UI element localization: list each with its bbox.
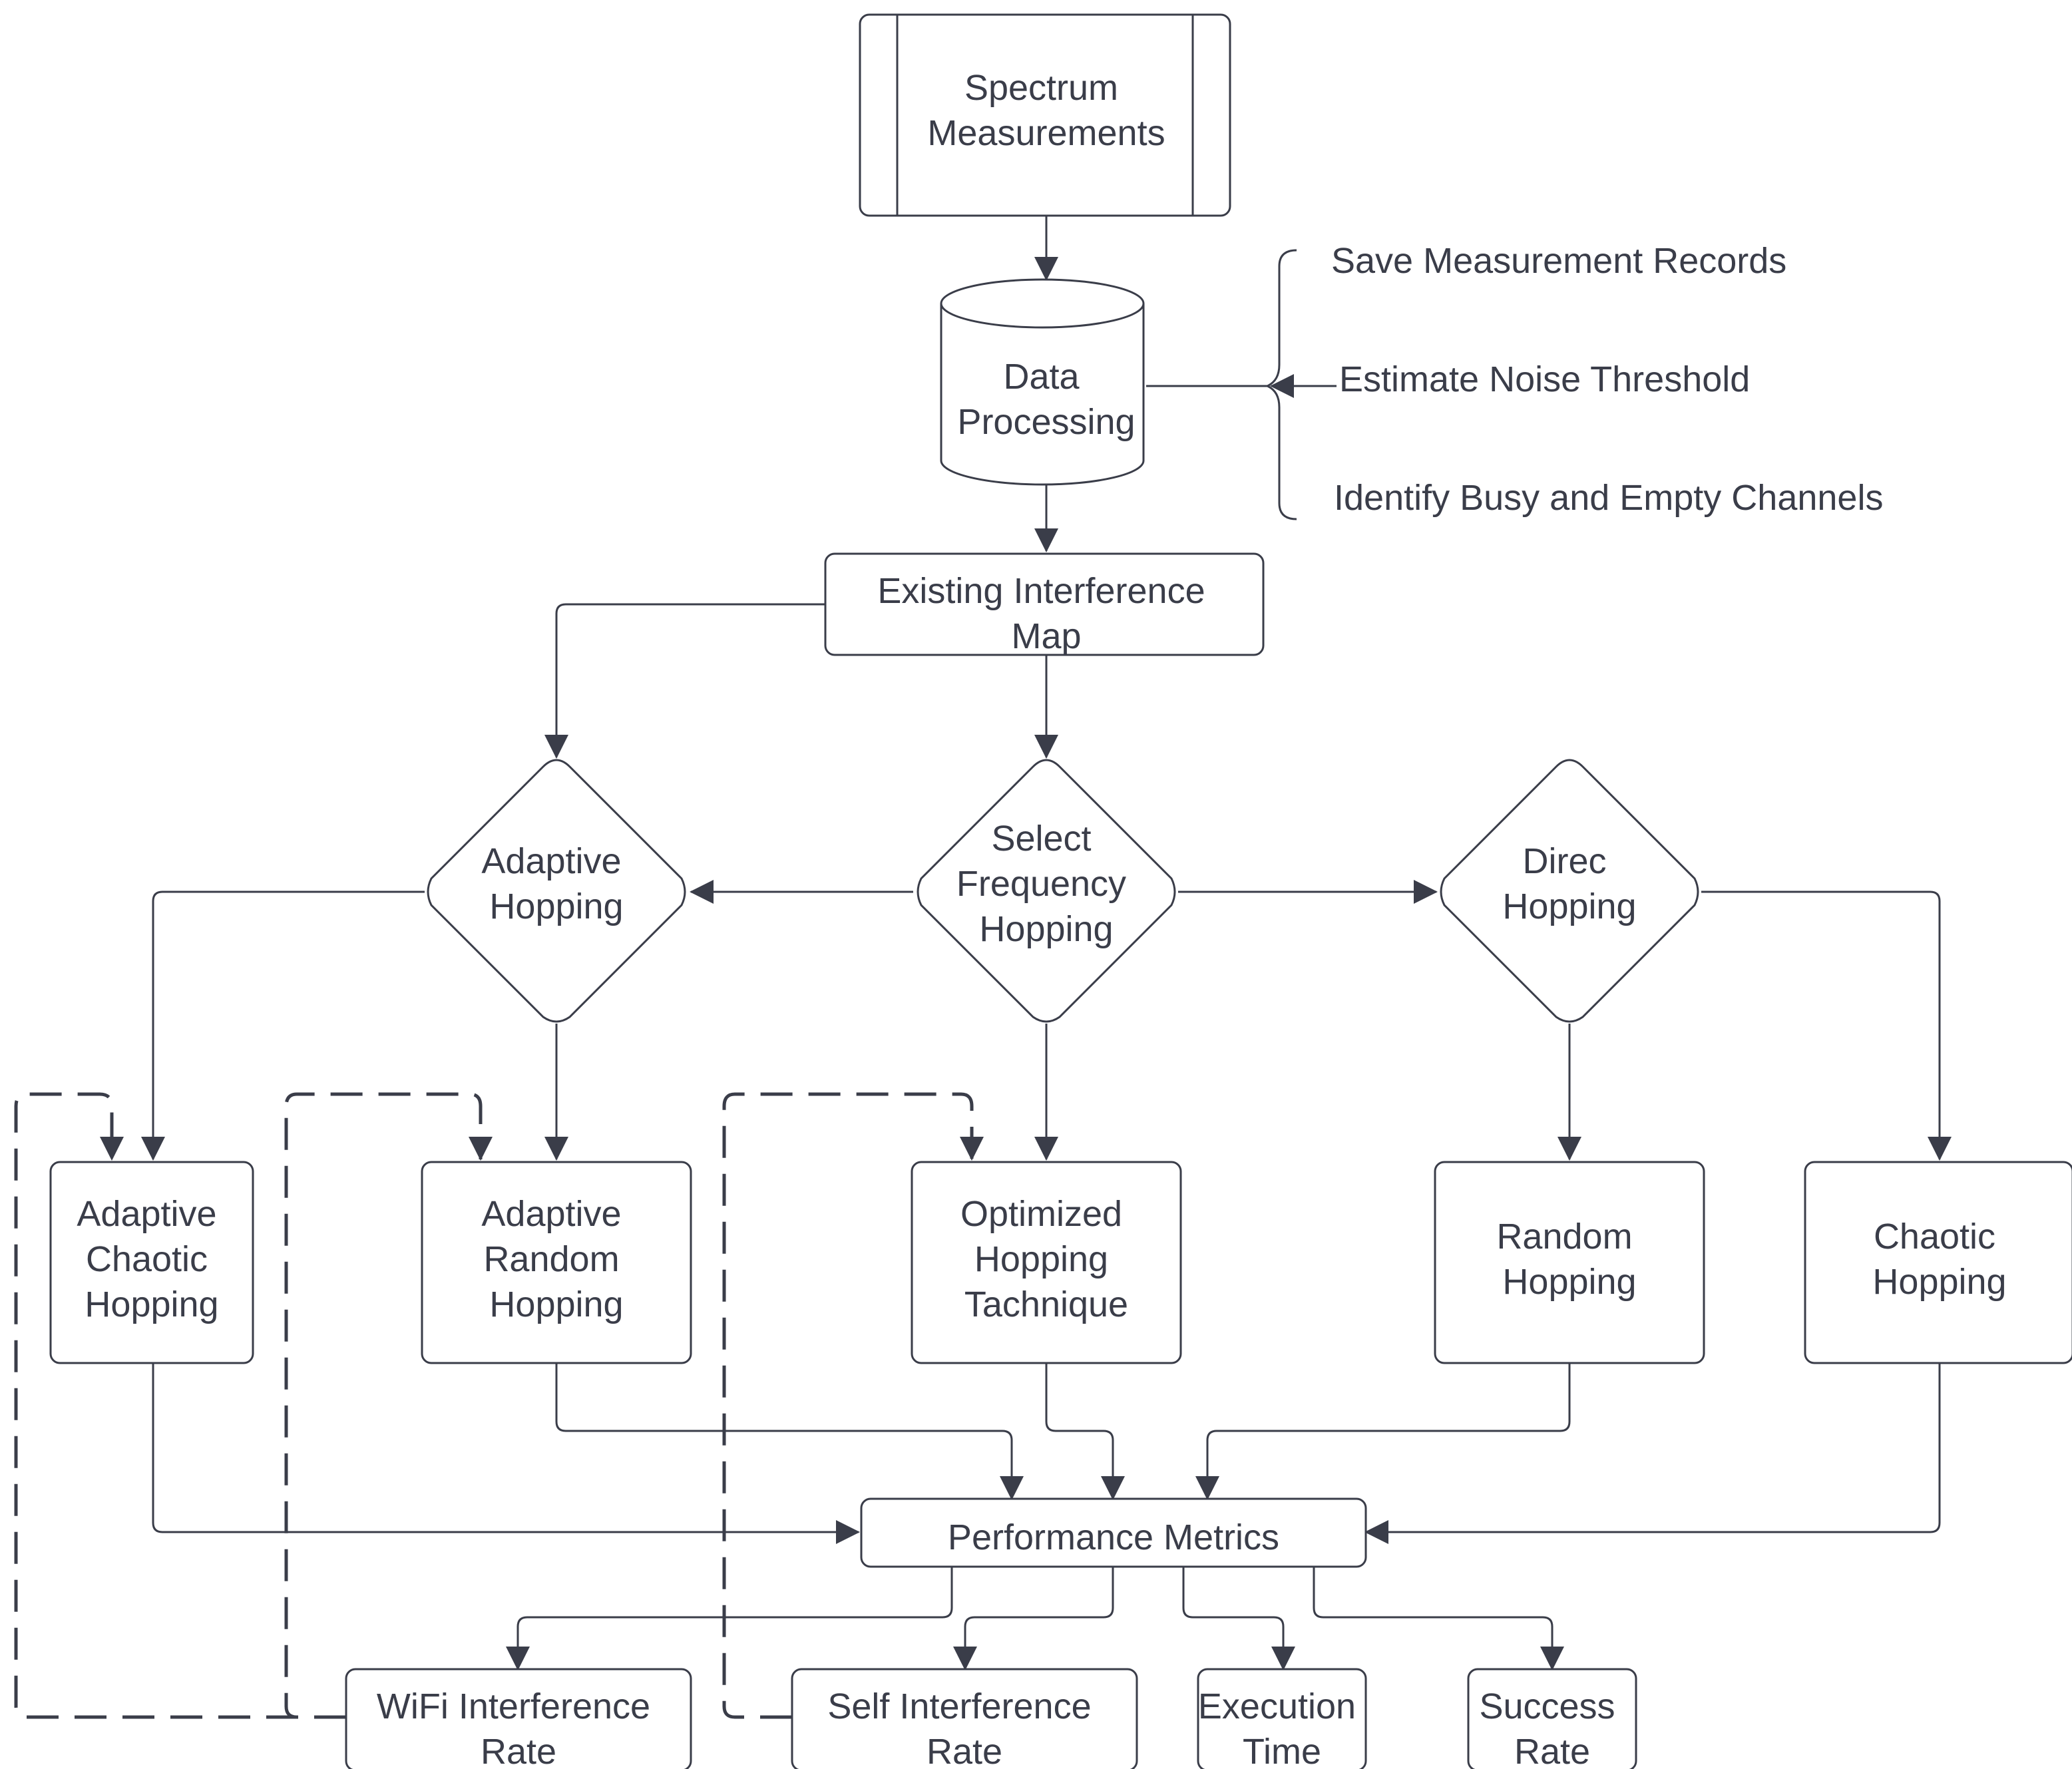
optimized-line-1: Optimized	[960, 1194, 1122, 1234]
random-hopping-node: Random Hopping	[1434, 1161, 1705, 1364]
success-rate-node: Success Rate	[1467, 1668, 1637, 1769]
wifi-rate-line-2: Rate	[481, 1732, 556, 1769]
note-save-records: Save Measurement Records	[1331, 241, 1786, 281]
self-rate-label: Self Interference Rate	[827, 1686, 1101, 1769]
data-processing-line-2: Processing	[957, 402, 1135, 442]
wifi-rate-node: WiFi Interference Rate	[345, 1668, 692, 1769]
self-rate-line-1: Self Interference	[827, 1686, 1091, 1726]
adaptive-random-line-3: Hopping	[489, 1284, 623, 1324]
wifi-rate-label: WiFi Interference Rate	[377, 1686, 660, 1769]
interference-map-node: Existing Interference Map	[824, 552, 1265, 656]
select-hopping-label: Select Frequency Hopping	[956, 819, 1136, 949]
execution-time-line-2: Time	[1243, 1732, 1321, 1769]
success-rate-line-1: Success	[1479, 1686, 1615, 1726]
optimized-line-2: Hopping	[974, 1239, 1108, 1279]
note-noise-threshold: Estimate Noise Threshold	[1339, 359, 1750, 399]
random-hopping-line-1: Random	[1496, 1217, 1632, 1257]
self-rate-line-2: Rate	[927, 1732, 1002, 1769]
adaptive-chaotic-line-1: Adaptive	[77, 1194, 216, 1234]
edge-adaptive-to-chaotic	[141, 890, 425, 1161]
direc-hopping-line-2: Hopping	[1502, 886, 1636, 926]
select-hopping-decision: Select Frequency Hopping	[917, 759, 1176, 1023]
note-busy-empty: Identify Busy and Empty Channels	[1334, 478, 1883, 518]
select-hopping-line-3: Hopping	[979, 909, 1113, 949]
adaptive-chaotic-node: Adaptive Chaotic Hopping	[49, 1161, 254, 1364]
adaptive-chaotic-label: Adaptive Chaotic Hopping	[77, 1194, 226, 1324]
edge-metrics-to-execution	[1182, 1567, 1295, 1671]
wifi-rate-line-1: WiFi Interference	[377, 1686, 650, 1726]
optimized-node: Optimized Hopping Tachnique	[911, 1161, 1182, 1364]
edge-direc-to-chaotic	[1701, 890, 1952, 1161]
edge-map-to-adaptive	[544, 603, 825, 759]
select-hopping-line-1: Select	[991, 819, 1091, 859]
spectrum-line-1: Spectrum	[964, 68, 1118, 108]
execution-time-node: Execution Time	[1197, 1668, 1367, 1769]
select-hopping-line-2: Frequency	[956, 864, 1126, 904]
data-processing-label: Data Processing	[957, 357, 1135, 442]
spectrum-measurements-node: Spectrum Measurements	[859, 13, 1231, 217]
spectrum-label: Spectrum Measurements	[927, 68, 1165, 153]
feedback-self-to-optimized	[722, 1092, 984, 1719]
optimized-line-3: Tachnique	[964, 1284, 1128, 1324]
edge-random-to-metrics	[1195, 1363, 1571, 1500]
adaptive-random-label: Adaptive Random Hopping	[481, 1194, 631, 1324]
feedback-wifi-to-adaptive-random	[284, 1092, 493, 1719]
adaptive-random-node: Adaptive Random Hopping	[421, 1161, 692, 1364]
adaptive-hopping-line-2: Hopping	[489, 886, 623, 926]
direc-hopping-line-1: Direc	[1522, 841, 1606, 881]
chaotic-hopping-node: Chaotic Hopping	[1804, 1161, 2072, 1364]
execution-time-label: Execution Time	[1198, 1686, 1366, 1769]
direc-hopping-label: Direc Hopping	[1502, 841, 1636, 926]
chaotic-hopping-label: Chaotic Hopping	[1872, 1217, 2006, 1302]
data-processing-line-1: Data	[1003, 357, 1080, 397]
adaptive-hopping-line-1: Adaptive	[481, 841, 621, 881]
direc-hopping-decision: Direc Hopping	[1440, 759, 1699, 1023]
performance-metrics-node: Performance Metrics	[860, 1497, 1367, 1568]
edge-optimized-to-metrics	[1045, 1363, 1125, 1500]
adaptive-chaotic-line-3: Hopping	[85, 1284, 218, 1324]
success-rate-label: Success Rate	[1479, 1686, 1625, 1769]
connectors	[14, 216, 1952, 1719]
brace	[1265, 249, 1297, 520]
edge-metrics-to-self	[953, 1567, 1114, 1671]
performance-metrics-line-1: Performance Metrics	[948, 1517, 1279, 1557]
chaotic-hopping-line-1: Chaotic	[1874, 1217, 1995, 1257]
interference-map-line-1: Existing Interference	[877, 571, 1205, 611]
chaotic-hopping-line-2: Hopping	[1872, 1262, 2006, 1302]
success-rate-line-2: Rate	[1514, 1732, 1590, 1769]
self-rate-node: Self Interference Rate	[791, 1668, 1138, 1769]
edge-chaotic-to-metrics	[1364, 1363, 1941, 1544]
adaptive-hopping-decision: Adaptive Hopping	[427, 759, 686, 1023]
edge-metrics-to-wifi	[506, 1567, 953, 1671]
execution-time-line-1: Execution	[1198, 1686, 1356, 1726]
edge-adaptive-random-to-metrics	[555, 1363, 1024, 1500]
adaptive-hopping-label: Adaptive Hopping	[481, 841, 631, 926]
random-hopping-label: Random Hopping	[1496, 1217, 1642, 1302]
edge-metrics-to-success	[1313, 1567, 1564, 1671]
random-hopping-line-2: Hopping	[1502, 1262, 1636, 1302]
interference-map-label: Existing Interference Map	[877, 571, 1215, 656]
adaptive-random-line-1: Adaptive	[481, 1194, 621, 1234]
adaptive-chaotic-line-2: Chaotic	[86, 1239, 208, 1279]
processing-notes: Save Measurement Records Estimate Noise …	[1331, 241, 1883, 518]
adaptive-random-line-2: Random	[483, 1239, 619, 1279]
data-processing-node: Data Processing	[940, 278, 1145, 486]
interference-map-line-2: Map	[1011, 616, 1081, 656]
performance-metrics-label: Performance Metrics	[948, 1517, 1279, 1557]
edge-adaptive-chaotic-to-metrics	[152, 1363, 860, 1544]
optimized-label: Optimized Hopping Tachnique	[960, 1194, 1132, 1324]
spectrum-line-2: Measurements	[927, 113, 1165, 153]
